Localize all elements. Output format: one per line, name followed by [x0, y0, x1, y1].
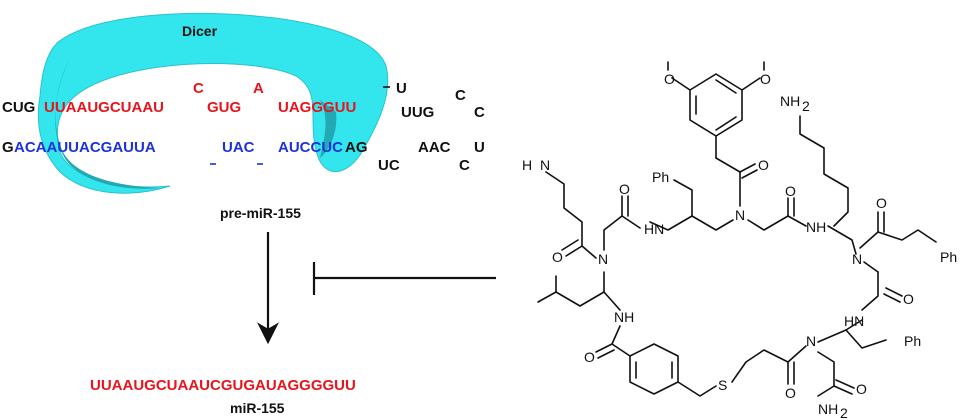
- bottom-strand-segment-1: ACAAUUACGAUUA: [14, 139, 156, 156]
- amide-nh2-bottom: NH: [818, 401, 838, 417]
- loop-c-2: C: [474, 104, 485, 121]
- methoxy-oxygen-1: O: [664, 71, 675, 87]
- amide-hn-2: HN: [844, 313, 864, 329]
- top-strand-segment-1: UUAAUGCUAAU: [44, 99, 164, 116]
- nitrogen-right: N: [852, 251, 862, 267]
- carbonyl-oxygen-top: O: [758, 157, 769, 173]
- carbonyl-oxygen-7: O: [856, 381, 867, 397]
- dicer-body: [37, 12, 389, 194]
- loop-aac: AAC: [418, 139, 451, 156]
- dicer-label: Dicer: [182, 23, 218, 39]
- bottom-strand-uc: UC: [378, 157, 400, 174]
- dicer-enzyme: Dicer: [37, 12, 389, 194]
- carbonyl-oxygen-6: O: [785, 385, 796, 401]
- carbonyl-oxygen-8: O: [903, 291, 914, 307]
- loop-c-3: C: [459, 157, 470, 174]
- sulfur-atom: S: [718, 377, 727, 393]
- macrocycle-inhibitor: O O O N NH 2 O NH HN Ph O N O: [522, 61, 957, 420]
- mature-sequence: UUAAUGCUAAUCGUGAUAGGGGUU: [90, 377, 356, 394]
- phenyl-label-bottom: Ph: [904, 333, 921, 349]
- bottom-strand-segment-3: AUCCUC: [278, 139, 343, 156]
- bulge-c: C: [193, 80, 204, 97]
- precursor-label: pre-miR-155: [220, 205, 301, 221]
- amine-left-n: N: [540, 157, 550, 173]
- carbonyl-oxygen-3: O: [619, 181, 630, 197]
- amide-nh2-bottom-sub: 2: [840, 405, 848, 420]
- inhibition-bar: [312, 262, 496, 295]
- nitrogen-top: N: [735, 207, 745, 223]
- nitrogen-left: N: [598, 251, 608, 267]
- carbonyl-oxygen-9: O: [876, 195, 887, 211]
- dicer-shadow-right: [320, 100, 337, 158]
- amine-top-right-sub: 2: [802, 98, 810, 114]
- nitrogen-bottom: N: [806, 333, 816, 349]
- top-strand-segment-3: UAGGGUU: [278, 99, 356, 116]
- dimethoxyphenyl-ring: [689, 73, 743, 137]
- amine-left: H: [522, 157, 532, 173]
- methoxy-oxygen-2: O: [760, 71, 771, 87]
- phenyl-label-top: Ph: [652, 169, 669, 185]
- bulge-a: A: [253, 80, 264, 97]
- carbonyl-oxygen-4: O: [552, 249, 563, 265]
- amide-hn-1: HN: [644, 221, 664, 237]
- phenyl-label-right: Ph: [940, 249, 957, 265]
- amide-nh-2: NH: [614, 309, 634, 325]
- loop-u-top: U: [396, 80, 407, 97]
- bottom-strand-segment-2: UAC: [222, 139, 255, 156]
- amide-nh-1: NH: [806, 219, 826, 235]
- benzene-ring-bottom: [629, 343, 679, 395]
- top-strand-prefix: CUG: [2, 99, 35, 116]
- loop-u-bottom: U: [474, 139, 485, 156]
- top-strand-segment-2: GUG: [207, 99, 241, 116]
- loop-c-1: C: [455, 87, 466, 104]
- mature-label: miR-155: [230, 400, 285, 416]
- bottom-strand-ag: AG: [345, 139, 368, 156]
- carbonyl-oxygen-5: O: [584, 349, 595, 365]
- amine-top-right: NH: [780, 93, 800, 109]
- pre-mir-155-hairpin: CUG UUAAUGCUAAU GUG UAGGGUU C A U UUG C …: [2, 80, 485, 174]
- carbonyl-oxygen-2: O: [785, 183, 796, 199]
- bottom-strand-prefix: G: [2, 139, 14, 156]
- loop-uug: UUG: [401, 104, 434, 121]
